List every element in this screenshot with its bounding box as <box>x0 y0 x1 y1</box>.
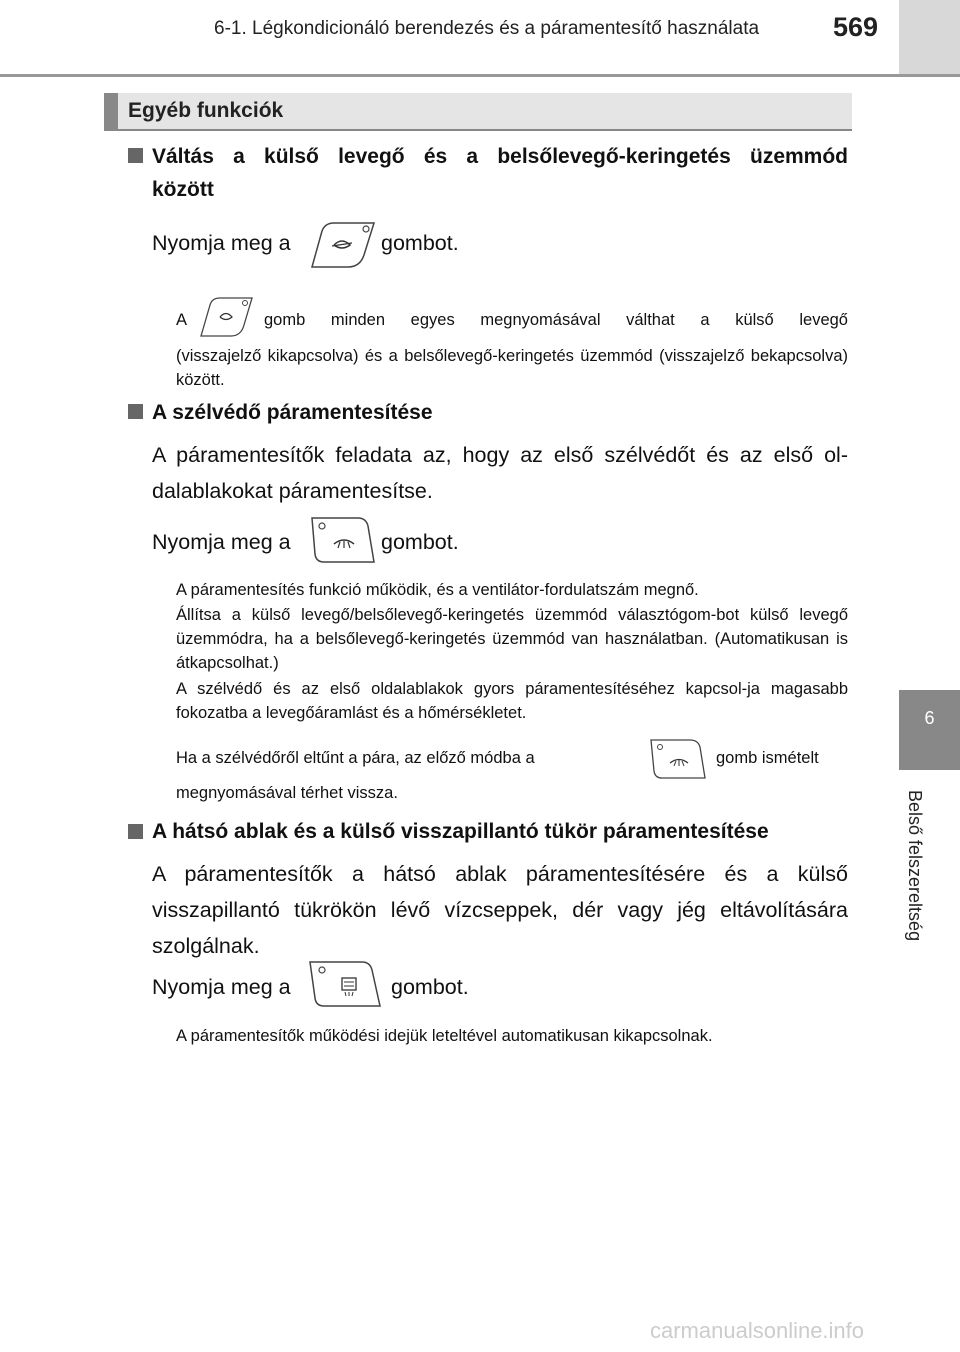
rear-defogger-button-icon <box>309 961 381 1007</box>
header-rule <box>0 74 960 77</box>
heading-line-2: között <box>152 178 214 201</box>
watermark-text: carmanualsonline.info <box>650 1318 865 1343</box>
paragraph-rear-window: A páramentesítők a hátsó ablak páramente… <box>152 862 848 958</box>
recirculation-button-icon <box>311 222 376 268</box>
note-defrost-4-rest: megnyomásával térhet vissza. <box>176 784 398 802</box>
note-defrost-4-after: gomb ismételt <box>716 749 819 767</box>
heading-rear-window: A hátsó ablak és a külső visszapillantó … <box>152 820 769 843</box>
heading-bullet-icon <box>128 404 143 419</box>
windshield-defrost-button-small-icon <box>650 739 706 779</box>
running-header: 6-1. Légkondicionáló berendezés és a pár… <box>214 18 760 39</box>
section-heading-bar: Egyéb funkciók <box>104 93 852 131</box>
paragraph-windshield: A páramentesítők feladata az, hogy az el… <box>152 443 848 503</box>
chapter-tab <box>899 690 960 770</box>
windshield-defrost-button-icon <box>311 517 375 563</box>
heading-line-1: Váltás a külső levegő és a belsőlevegő-k… <box>152 145 848 168</box>
note-defrost-2: Állítsa a külső levegő/belsőlevegő-kerin… <box>176 606 848 672</box>
press-after-text: gombot. <box>381 231 459 255</box>
recirculation-button-small-icon <box>200 297 253 337</box>
note-line1: gomb minden egyes megnyomásával válthat … <box>264 311 848 329</box>
heading-recirculation: Váltás a külső levegő és a belsőlevegő-k… <box>152 140 848 206</box>
note-rear-window: A páramentesítők működési idejük letelté… <box>176 1027 713 1045</box>
press-after-text: gombot. <box>381 530 459 554</box>
heading-windshield: A szélvédő páramentesítése <box>152 401 433 424</box>
press-after-text: gombot. <box>391 975 469 999</box>
page-number: 569 <box>833 12 879 42</box>
chapter-label: Belső felszereltség <box>905 790 925 942</box>
heading-bullet-icon <box>128 824 143 839</box>
side-tab-top <box>899 0 960 75</box>
press-before-text: Nyomja meg a <box>152 231 291 255</box>
note-prefix: A <box>176 311 188 329</box>
note-defrost-4-before: Ha a szélvédőről eltűnt a pára, az előző… <box>176 749 535 767</box>
instruction-press-rear: Nyomja meg a <box>152 975 291 999</box>
heading-bullet-icon <box>128 148 143 163</box>
instruction-press-recirc: Nyomja meg a <box>152 231 291 256</box>
chapter-number: 6 <box>924 708 935 728</box>
note-recirc-rest: (visszajelző kikapcsolva) és a belsőleve… <box>176 347 848 389</box>
note-defrost-1: A páramentesítés funkció működik, és a v… <box>176 581 699 599</box>
instruction-press-defrost: Nyomja meg a <box>152 530 291 554</box>
section-title: Egyéb funkciók <box>128 99 284 122</box>
note-defrost-3: A szélvédő és az első oldalablakok gyors… <box>176 680 848 722</box>
